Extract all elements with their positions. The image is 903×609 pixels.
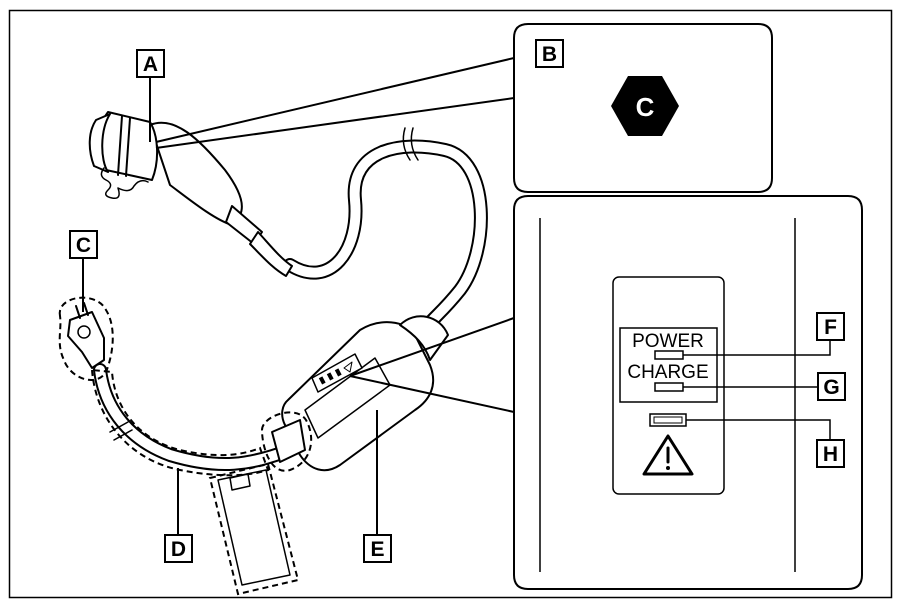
callout-a: A	[136, 49, 165, 142]
callout-e-label: E	[370, 538, 384, 561]
led-panel-leader-top	[349, 317, 515, 377]
callout-d-label: D	[171, 538, 186, 561]
connector-ring-2	[125, 117, 131, 177]
main-cable-inner	[285, 141, 486, 335]
plug-pin-1	[75, 305, 81, 319]
led-panel-leader-bottom	[349, 375, 515, 413]
box-warning-mini-icon	[343, 361, 353, 373]
cable-assembly	[67, 111, 488, 586]
cable-tag	[217, 469, 291, 586]
warning-exclamation-dot	[666, 466, 670, 470]
connector-handle	[149, 121, 243, 226]
box-led-1	[318, 376, 326, 385]
indicator-label-frame	[619, 327, 718, 403]
box-led-2	[326, 372, 334, 381]
plug-cable-inner	[95, 365, 295, 470]
power-led	[654, 350, 684, 360]
box-cable-sleeve	[271, 419, 306, 463]
warning-led-inner	[653, 416, 683, 424]
connector-ring	[117, 115, 123, 176]
tag-highlight	[208, 462, 300, 596]
callout-f-label: F	[824, 316, 837, 339]
callout-b-leader-bottom	[155, 97, 515, 149]
hexagon-badge	[611, 76, 679, 136]
connector-strain-relief	[249, 231, 293, 277]
sleeve-highlight	[260, 411, 313, 472]
leader-h	[686, 419, 831, 440]
plug-pin-2	[83, 302, 89, 316]
leader-f	[683, 340, 831, 356]
callout-h-label: H	[823, 443, 838, 466]
cable-break-mark	[402, 127, 419, 161]
callout-f: F	[816, 312, 845, 341]
callout-a-label: A	[143, 53, 158, 76]
box-led-3	[334, 368, 342, 377]
callout-c-label: C	[76, 234, 91, 257]
callout-c: C	[69, 230, 98, 312]
callout-h: H	[816, 439, 845, 468]
callout-g: G	[817, 372, 846, 401]
diagram-border	[8, 9, 893, 599]
power-plug-icon	[67, 311, 105, 369]
callout-d: D	[164, 468, 193, 563]
power-label: POWER	[632, 331, 704, 352]
control-box-cap	[399, 315, 449, 361]
plug-ring	[77, 325, 91, 339]
hexagon-label: C	[636, 92, 655, 122]
callout-b-box	[535, 39, 564, 68]
connector-tether	[100, 167, 149, 200]
charge-label: CHARGE	[627, 362, 708, 383]
cable-highlight	[90, 368, 270, 477]
cable-clip	[109, 421, 133, 441]
callout-b-label: B	[542, 43, 557, 66]
callout-e: E	[363, 410, 392, 563]
callout-b-leader-top	[155, 57, 515, 143]
callout-g-label: G	[823, 376, 839, 399]
connector-face	[88, 113, 111, 173]
charge-led	[654, 382, 684, 392]
